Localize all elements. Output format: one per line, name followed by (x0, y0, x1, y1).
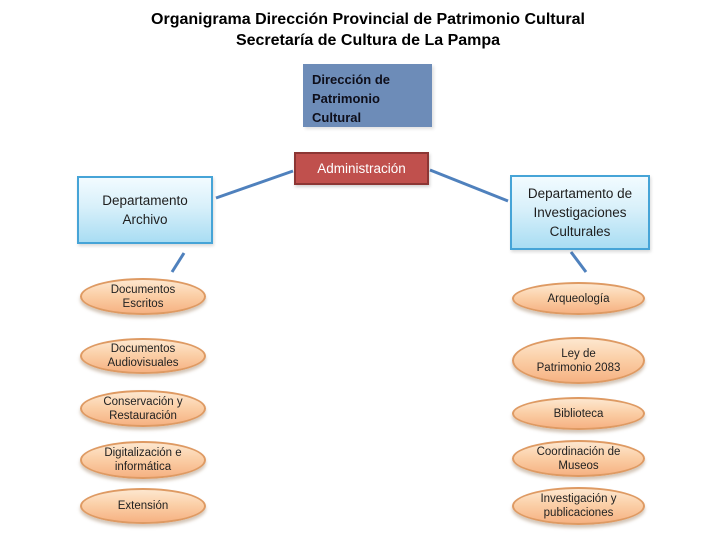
node-departamento-archivo: Departamento Archivo (77, 176, 213, 244)
connector-admin-to-investigaciones (429, 168, 509, 203)
node-administracion: Administración (294, 152, 429, 185)
node-direccion-patrimonio-cultural: Dirección de Patrimonio Cultural (303, 64, 432, 127)
connector-investigaciones-to-items (569, 251, 588, 273)
org-node-documentos-escritos: Documentos Escritos (80, 278, 206, 315)
org-node-investigacion-publicaciones: Investigación y publicaciones (512, 487, 645, 525)
page-title-line2: Secretaría de Cultura de La Pampa (235, 32, 501, 49)
page-title: Organigrama Dirección Provincial de Patr… (0, 9, 720, 51)
node-departamento-investigaciones: Departamento de Investigaciones Cultural… (510, 175, 650, 250)
org-node-digitalizacion-informatica: Digitalización e informática (80, 441, 206, 479)
org-node-coordinacion-museos: Coordinación de Museos (512, 440, 645, 477)
page-title-line1: Organigrama Dirección Provincial de Patr… (151, 11, 585, 28)
org-node-extension: Extensión (80, 488, 206, 524)
connector-admin-to-archivo (215, 169, 294, 200)
org-node-arqueologia: Arqueología (512, 282, 645, 315)
org-node-conservacion-restauracion: Conservación y Restauración (80, 390, 206, 427)
org-node-documentos-audiovisuales: Documentos Audiovisuales (80, 338, 206, 374)
org-node-biblioteca: Biblioteca (512, 397, 645, 430)
org-node-ley-patrimonio-2083: Ley de Patrimonio 2083 (512, 337, 645, 384)
connector-archivo-to-items (170, 252, 186, 273)
